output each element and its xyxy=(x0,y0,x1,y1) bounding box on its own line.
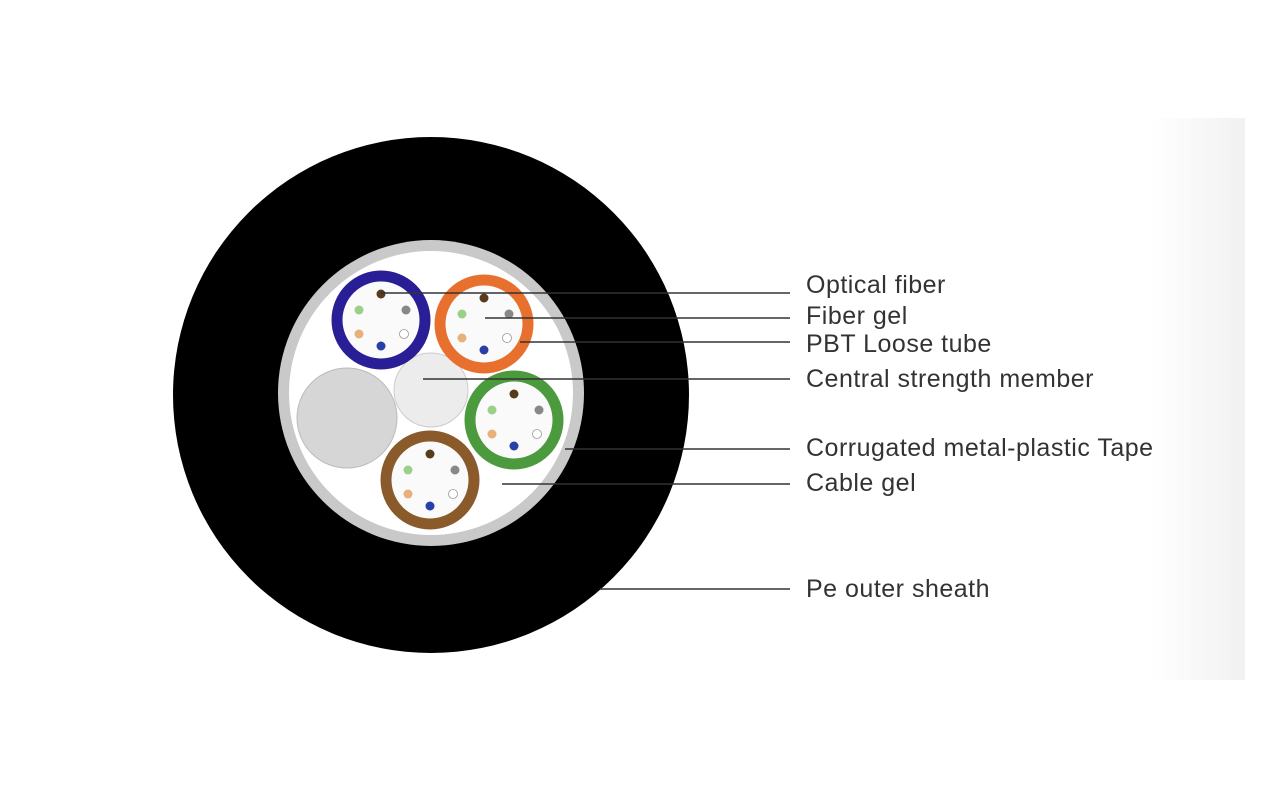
optical-fiber xyxy=(399,329,409,339)
label-central-strength-member: Central strength member xyxy=(806,365,1095,393)
label-optical-fiber: Optical fiber xyxy=(806,271,946,299)
tube-wall xyxy=(380,430,480,530)
optical-fiber xyxy=(425,501,435,511)
optical-fiber xyxy=(457,309,467,319)
optical-fiber xyxy=(502,333,512,343)
label-corrugated-tape: Corrugated metal-plastic Tape xyxy=(806,434,1154,462)
optical-fiber xyxy=(504,309,514,319)
optical-fiber xyxy=(376,289,386,299)
optical-fiber xyxy=(354,305,364,315)
pbt-loose-tube xyxy=(464,370,564,470)
background-fade xyxy=(1150,118,1245,680)
optical-fiber xyxy=(376,341,386,351)
optical-fiber xyxy=(403,465,413,475)
tube-wall xyxy=(331,270,431,370)
optical-fiber xyxy=(450,465,460,475)
label-pbt-loose-tube: PBT Loose tube xyxy=(806,330,992,358)
tube-wall xyxy=(434,274,534,374)
optical-fiber xyxy=(479,345,489,355)
optical-fiber xyxy=(532,429,542,439)
filler-rod xyxy=(296,367,398,469)
optical-fiber xyxy=(487,405,497,415)
pbt-loose-tube xyxy=(380,430,480,530)
pbt-loose-tube xyxy=(331,270,431,370)
label-fiber-gel: Fiber gel xyxy=(806,302,908,330)
optical-fiber xyxy=(509,441,519,451)
optical-fiber xyxy=(425,449,435,459)
pbt-loose-tube xyxy=(434,274,534,374)
optical-fiber xyxy=(448,489,458,499)
optical-fiber xyxy=(401,305,411,315)
optical-fiber xyxy=(457,333,467,343)
label-cable-gel: Cable gel xyxy=(806,469,917,497)
central-strength-member xyxy=(393,352,469,428)
tube-wall xyxy=(464,370,564,470)
optical-fiber xyxy=(509,389,519,399)
optical-fiber xyxy=(403,489,413,499)
optical-fiber xyxy=(534,405,544,415)
optical-fiber xyxy=(479,293,489,303)
optical-fiber xyxy=(487,429,497,439)
label-pe-outer-sheath: Pe outer sheath xyxy=(806,575,991,603)
optical-fiber xyxy=(354,329,364,339)
